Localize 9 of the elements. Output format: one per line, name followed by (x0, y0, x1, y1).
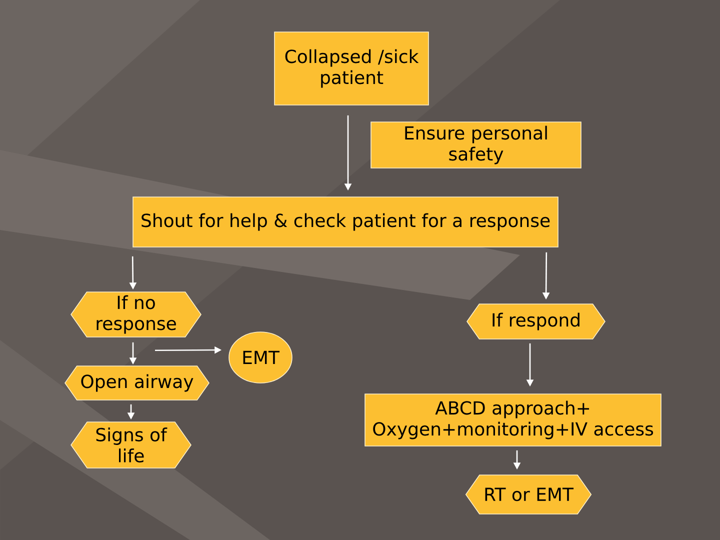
hexagon-box: Open airway (64, 366, 210, 400)
process-box: Collapsed /sick patient (274, 32, 429, 106)
hexagon-box: If respond (466, 304, 606, 340)
process-box: Ensure personal safety (370, 122, 582, 168)
hexagon-box: If no response (70, 292, 202, 338)
process-box: Shout for help & check patient for a response (132, 196, 558, 248)
ellipse-node: EMT (228, 332, 292, 384)
process-box: ABCD approach+ Oxygen+monitoring+IV access (364, 394, 662, 446)
hexagon-box: Signs of life (70, 422, 192, 468)
